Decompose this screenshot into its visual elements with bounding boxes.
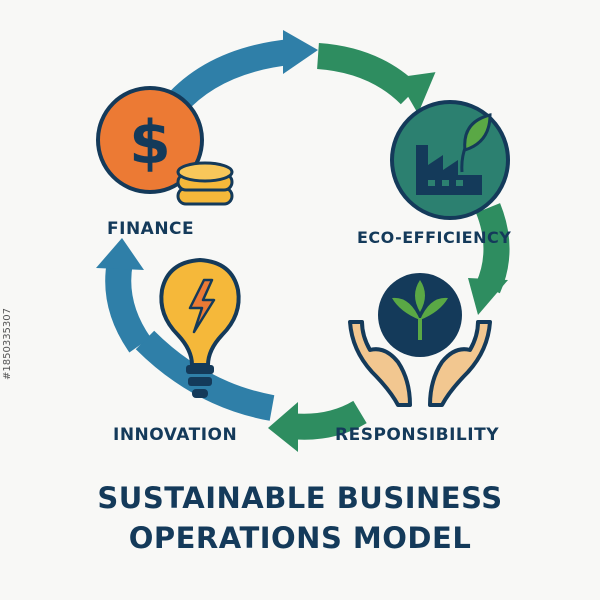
dollar-coins-icon: $	[96, 86, 234, 206]
svg-text:$: $	[129, 108, 171, 178]
arrow-responsibility-to-innovation	[268, 400, 367, 452]
arrow-finance-to-eco	[165, 30, 436, 114]
hands-plant-icon	[348, 273, 492, 407]
node-label-eco-efficiency: ECO-EFFICIENCY	[357, 228, 512, 247]
factory-leaf-icon	[390, 100, 510, 220]
node-label-responsibility: RESPONSIBILITY	[335, 425, 500, 445]
title-line-1: SUSTAINABLE BUSINESS	[97, 481, 503, 515]
stock-id-text: #1850335307	[2, 307, 13, 380]
node-label-finance: FINANCE	[107, 219, 195, 239]
title-line-2: OPERATIONS MODEL	[128, 521, 472, 555]
lightbulb-bolt-icon	[159, 258, 241, 398]
diagram-title: SUSTAINABLE BUSINESS OPERATIONS MODEL	[0, 478, 600, 558]
node-label-innovation: INNOVATION	[113, 425, 238, 445]
coin-stack-icon	[176, 161, 234, 206]
arrow-eco-to-responsibility	[468, 203, 510, 315]
